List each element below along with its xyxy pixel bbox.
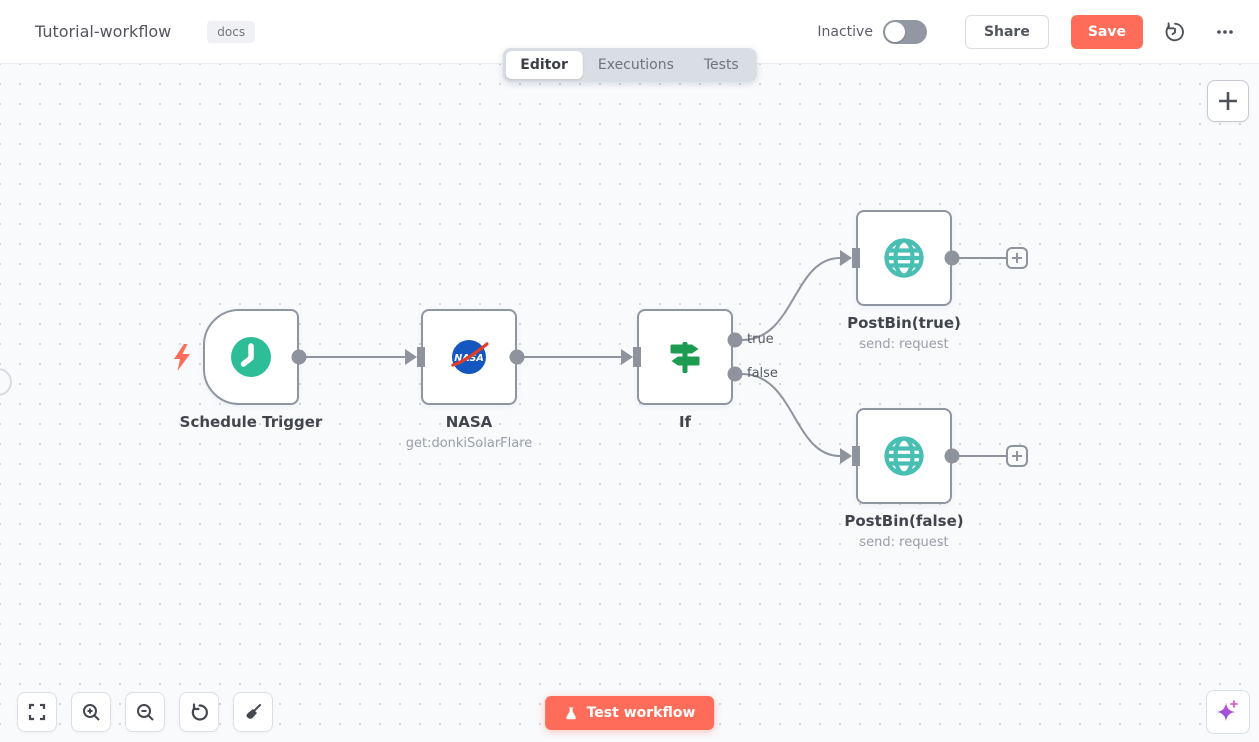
- globe-icon: [884, 436, 924, 476]
- node-caption-schedule-trigger: Schedule Trigger: [121, 413, 381, 431]
- clock-icon: [231, 337, 271, 377]
- node-wrap-postbin-false: PostBin(false) send: request: [844, 408, 964, 550]
- canvas-edge-widget[interactable]: [0, 368, 12, 396]
- input-arrow-if: [621, 349, 633, 365]
- tidy-up-button[interactable]: [233, 692, 273, 732]
- node-name-postbin-false: PostBin(false): [844, 512, 964, 530]
- node-wrap-if: If: [637, 309, 733, 431]
- tab-editor[interactable]: Editor: [505, 51, 583, 79]
- node-caption-if: If: [555, 413, 815, 431]
- node-if[interactable]: [637, 309, 733, 405]
- node-caption-postbin-false: PostBin(false) send: request: [774, 512, 1034, 550]
- connections-layer: [291, 248, 1006, 466]
- fit-view-icon: [28, 703, 46, 721]
- share-button[interactable]: Share: [964, 14, 1049, 49]
- node-wrap-nasa: NASA NASA get:donkiSolarFlare: [406, 309, 532, 451]
- reset-zoom-icon: [191, 702, 208, 721]
- node-caption-postbin-true: PostBin(true) send: request: [774, 314, 1034, 352]
- toggle-knob: [884, 21, 905, 42]
- tab-executions[interactable]: Executions: [597, 57, 674, 73]
- plus-icon: [1012, 451, 1022, 461]
- if-output-label-false: false: [747, 366, 778, 381]
- node-name-schedule-trigger: Schedule Trigger: [179, 413, 323, 431]
- node-subtitle-nasa: get:donkiSolarFlare: [405, 436, 533, 451]
- test-workflow-button[interactable]: Test workflow: [544, 696, 715, 730]
- node-postbin-true[interactable]: [856, 210, 952, 306]
- header-right: Inactive Share Save: [817, 14, 1237, 49]
- plus-icon: [1012, 253, 1022, 263]
- tidy-up-icon: [245, 703, 261, 719]
- test-workflow-label: Test workflow: [586, 705, 696, 721]
- open-node-panel-button[interactable]: [1207, 80, 1249, 122]
- more-menu-icon[interactable]: [1213, 20, 1237, 44]
- header-left: Tutorial-workflow docs: [35, 20, 256, 43]
- status-label: Inactive: [817, 23, 873, 40]
- if-output-label-true: true: [747, 332, 774, 347]
- canvas-controls: [17, 692, 273, 732]
- input-arrow-postbin-true: [840, 250, 852, 266]
- node-nasa[interactable]: NASA: [421, 309, 517, 405]
- flask-icon: [565, 706, 576, 719]
- input-arrow-nasa: [405, 349, 417, 365]
- fit-view-button[interactable]: [17, 692, 57, 732]
- node-name-nasa: NASA: [445, 413, 493, 431]
- history-icon[interactable]: [1163, 20, 1187, 44]
- add-node-after-postbin-true-button[interactable]: [1006, 247, 1028, 269]
- node-name-postbin-true: PostBin(true): [847, 314, 961, 332]
- signpost-icon: [670, 342, 700, 373]
- zoom-out-icon: [136, 703, 154, 721]
- ai-assistant-button[interactable]: [1206, 690, 1250, 734]
- workflow-tag[interactable]: docs: [207, 20, 256, 43]
- plus-icon: [1219, 92, 1237, 110]
- save-button[interactable]: Save: [1070, 14, 1143, 49]
- node-postbin-false[interactable]: [856, 408, 952, 504]
- tab-tests[interactable]: Tests: [703, 57, 739, 73]
- add-node-after-postbin-false-button[interactable]: [1006, 445, 1028, 467]
- globe-icon: [884, 238, 924, 278]
- node-name-if: If: [678, 413, 692, 431]
- zoom-in-button[interactable]: [71, 692, 111, 732]
- node-wrap-postbin-true: PostBin(true) send: request: [847, 210, 961, 352]
- active-toggle[interactable]: [882, 19, 927, 44]
- node-subtitle-postbin-false: send: request: [859, 535, 949, 550]
- nasa-logo-icon: NASA: [451, 340, 489, 374]
- zoom-out-button[interactable]: [125, 692, 165, 732]
- ai-sparkle-icon: [1217, 700, 1238, 721]
- zoom-in-icon: [82, 703, 100, 721]
- workflow-title[interactable]: Tutorial-workflow: [35, 22, 172, 41]
- node-schedule-trigger[interactable]: [203, 309, 299, 405]
- lightning-icon: [174, 344, 190, 371]
- reset-zoom-button[interactable]: [179, 692, 219, 732]
- view-tabs: Editor Executions Tests: [502, 48, 757, 82]
- node-caption-nasa: NASA get:donkiSolarFlare: [339, 413, 599, 451]
- input-arrow-postbin-false: [840, 448, 852, 464]
- workflow-canvas[interactable]: true false Schedule Trigger NASA: [0, 64, 1259, 742]
- node-wrap-schedule-trigger: Schedule Trigger: [174, 309, 322, 431]
- node-subtitle-postbin-true: send: request: [859, 337, 949, 352]
